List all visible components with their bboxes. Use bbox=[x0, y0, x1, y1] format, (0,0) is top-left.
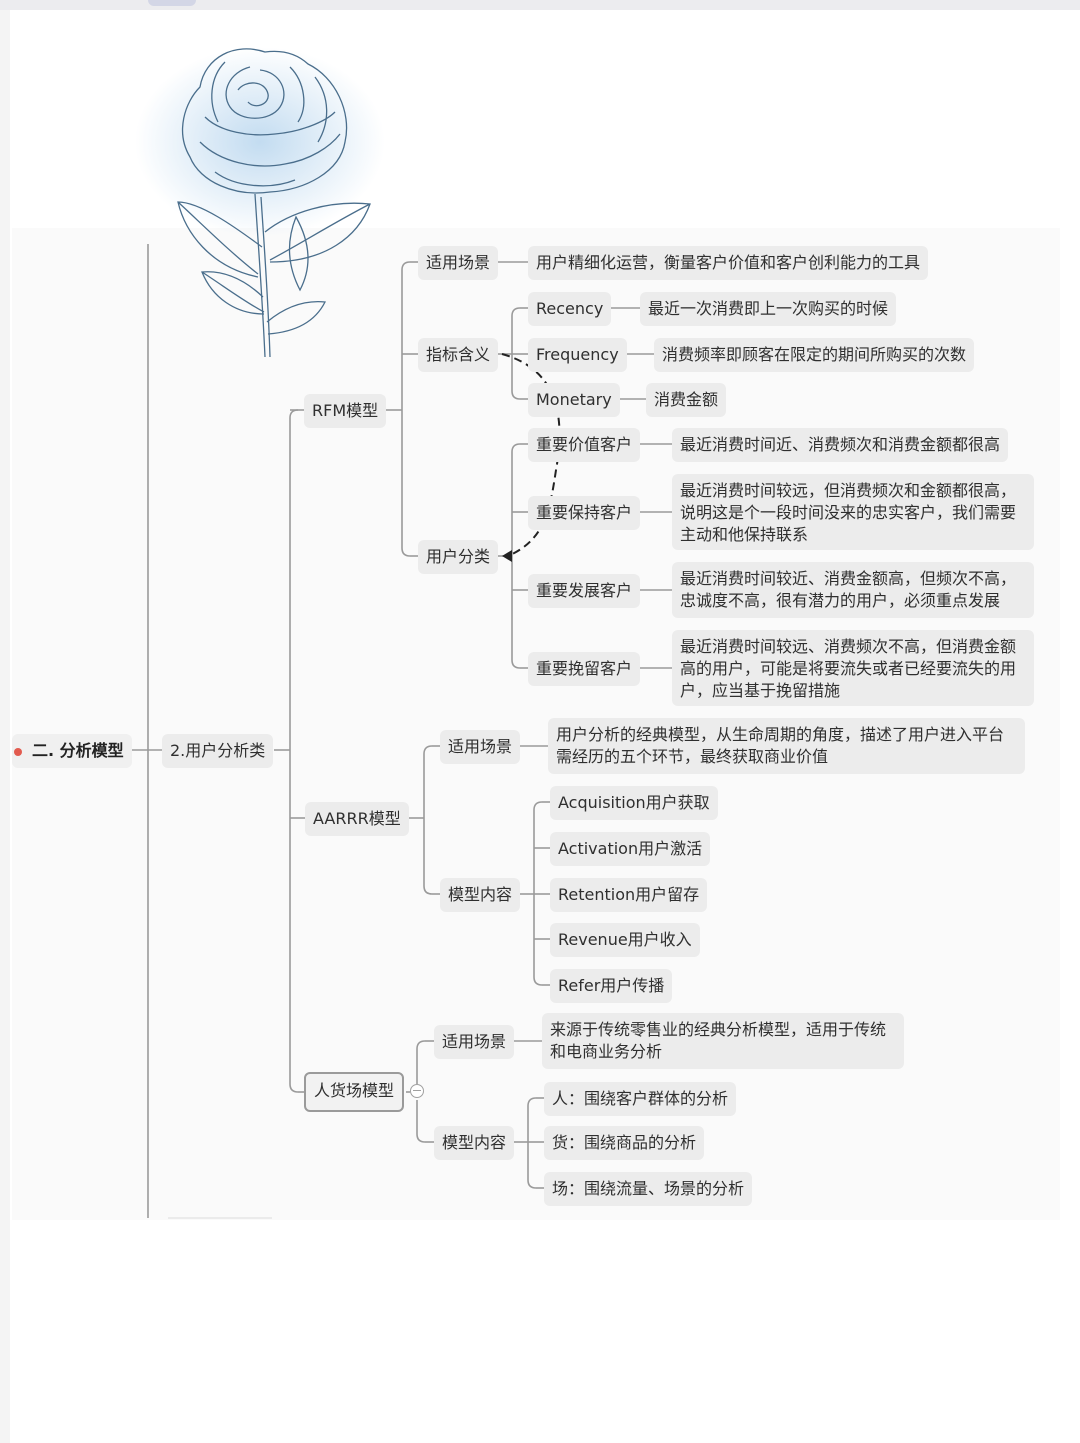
class-keep-desc: 最近消费时间较远，但消费频次和金额都很高，说明这是个一段时间没来的忠实客户，我们… bbox=[680, 481, 1017, 544]
class-retain-desc-node[interactable]: 最近消费时间较远、消费频次不高，但消费金额高的用户，可能是将要流失或者已经要流失… bbox=[672, 630, 1034, 706]
class-keep-desc-node[interactable]: 最近消费时间较远，但消费频次和金额都很高，说明这是个一段时间没来的忠实客户，我们… bbox=[672, 474, 1034, 550]
rhc-item-goods[interactable]: 货：围绕商品的分析 bbox=[544, 1126, 705, 1160]
rhc-content-label: 模型内容 bbox=[442, 1133, 507, 1152]
metric-frequency-desc: 消费频率即顾客在限定的期间所购买的次数 bbox=[662, 345, 967, 364]
class-value-node[interactable]: 重要价值客户 bbox=[528, 428, 641, 462]
aarrr-item-label: Acquisition用户获取 bbox=[558, 793, 710, 812]
aarrr-item-retention[interactable]: Retention用户留存 bbox=[550, 878, 708, 912]
rhc-model-node[interactable]: 人货场模型 bbox=[304, 1072, 405, 1112]
aarrr-scene-text-node[interactable]: 用户分析的经典模型，从生命周期的角度，描述了用户进入平台需经历的五个环节，最终获… bbox=[548, 718, 1025, 774]
metric-recency-label: Recency bbox=[536, 299, 604, 318]
rfm-metric-label: 指标含义 bbox=[426, 345, 491, 364]
rhc-item-label: 货：围绕商品的分析 bbox=[552, 1133, 697, 1152]
metric-monetary-desc-node[interactable]: 消费金额 bbox=[646, 383, 727, 417]
left-edge bbox=[0, 10, 10, 1443]
class-retain-label: 重要挽留客户 bbox=[536, 659, 633, 678]
metric-frequency-desc-node[interactable]: 消费频率即顾客在限定的期间所购买的次数 bbox=[654, 338, 975, 372]
class-develop-desc-node[interactable]: 最近消费时间较近、消费金额高，但频次不高，忠诚度不高，很有潜力的用户，必须重点发… bbox=[672, 562, 1034, 618]
aarrr-content-label: 模型内容 bbox=[448, 885, 513, 904]
rfm-scene-text: 用户精细化运营，衡量客户价值和客户创利能力的工具 bbox=[536, 253, 921, 272]
level1-label: 2.用户分析类 bbox=[170, 741, 266, 760]
metric-recency-desc: 最近一次消费即上一次购买的时候 bbox=[648, 299, 889, 318]
root-label: 二. 分析模型 bbox=[32, 741, 124, 760]
root-marker-icon bbox=[14, 748, 22, 756]
class-develop-label: 重要发展客户 bbox=[536, 581, 633, 600]
class-value-label: 重要价值客户 bbox=[536, 435, 633, 454]
class-develop-node[interactable]: 重要发展客户 bbox=[528, 574, 641, 608]
rhc-scene-text-node[interactable]: 来源于传统零售业的经典分析模型，适用于传统和电商业务分析 bbox=[542, 1013, 904, 1069]
rhc-item-label: 人：围绕客户群体的分析 bbox=[552, 1089, 729, 1108]
metric-monetary-node[interactable]: Monetary bbox=[528, 383, 620, 417]
class-value-desc: 最近消费时间近、消费频次和消费金额都很高 bbox=[680, 435, 1001, 454]
collapse-toggle-button[interactable] bbox=[410, 1084, 424, 1098]
rfm-class-label: 用户分类 bbox=[426, 547, 491, 566]
rfm-model-label: RFM模型 bbox=[312, 401, 379, 420]
aarrr-model-label: AARRR模型 bbox=[313, 809, 401, 828]
aarrr-item-label: Retention用户留存 bbox=[558, 885, 700, 904]
rhc-content-node[interactable]: 模型内容 bbox=[434, 1126, 515, 1160]
metric-monetary-label: Monetary bbox=[536, 390, 612, 409]
metric-recency-desc-node[interactable]: 最近一次消费即上一次购买的时候 bbox=[640, 292, 897, 326]
rose-illustration bbox=[135, 47, 385, 358]
aarrr-item-label: Revenue用户收入 bbox=[558, 930, 692, 949]
top-tab bbox=[148, 0, 196, 6]
rhc-item-label: 场：围绕流量、场景的分析 bbox=[552, 1179, 745, 1198]
rhc-scene-text: 来源于传统零售业的经典分析模型，适用于传统和电商业务分析 bbox=[550, 1020, 887, 1061]
rfm-scene-node[interactable]: 适用场景 bbox=[418, 246, 499, 280]
level1-node[interactable]: 2.用户分析类 bbox=[162, 734, 274, 768]
rhc-model-label: 人货场模型 bbox=[314, 1081, 395, 1100]
aarrr-scene-node[interactable]: 适用场景 bbox=[440, 730, 521, 764]
rhc-item-people[interactable]: 人：围绕客户群体的分析 bbox=[544, 1082, 737, 1116]
top-bar bbox=[0, 0, 1080, 10]
rfm-scene-label: 适用场景 bbox=[426, 253, 491, 272]
aarrr-content-node[interactable]: 模型内容 bbox=[440, 878, 521, 912]
aarrr-item-activation[interactable]: Activation用户激活 bbox=[550, 832, 711, 866]
metric-monetary-desc: 消费金额 bbox=[654, 390, 719, 409]
rhc-scene-label: 适用场景 bbox=[442, 1032, 507, 1051]
rhc-scene-node[interactable]: 适用场景 bbox=[434, 1025, 515, 1059]
aarrr-item-refer[interactable]: Refer用户传播 bbox=[550, 969, 673, 1003]
aarrr-item-acquisition[interactable]: Acquisition用户获取 bbox=[550, 786, 718, 820]
rfm-class-node[interactable]: 用户分类 bbox=[418, 540, 499, 574]
rfm-scene-text-node[interactable]: 用户精细化运营，衡量客户价值和客户创利能力的工具 bbox=[528, 246, 929, 280]
rfm-model-node[interactable]: RFM模型 bbox=[304, 394, 387, 428]
class-retain-desc: 最近消费时间较远、消费频次不高，但消费金额高的用户，可能是将要流失或者已经要流失… bbox=[680, 637, 1017, 700]
class-retain-node[interactable]: 重要挽留客户 bbox=[528, 652, 641, 686]
class-value-desc-node[interactable]: 最近消费时间近、消费频次和消费金额都很高 bbox=[672, 428, 1009, 462]
rfm-metric-node[interactable]: 指标含义 bbox=[418, 338, 499, 372]
aarrr-item-label: Activation用户激活 bbox=[558, 839, 703, 858]
aarrr-scene-label: 适用场景 bbox=[448, 737, 513, 756]
class-keep-label: 重要保持客户 bbox=[536, 503, 633, 522]
root-node[interactable]: 二. 分析模型 bbox=[12, 734, 132, 768]
aarrr-item-label: Refer用户传播 bbox=[558, 976, 665, 995]
aarrr-item-revenue[interactable]: Revenue用户收入 bbox=[550, 923, 700, 957]
aarrr-model-node[interactable]: AARRR模型 bbox=[305, 802, 409, 836]
class-develop-desc: 最近消费时间较近、消费金额高，但频次不高，忠诚度不高，很有潜力的用户，必须重点发… bbox=[680, 569, 1017, 610]
rhc-item-place[interactable]: 场：围绕流量、场景的分析 bbox=[544, 1172, 753, 1206]
aarrr-scene-text: 用户分析的经典模型，从生命周期的角度，描述了用户进入平台需经历的五个环节，最终获… bbox=[556, 725, 1005, 766]
metric-frequency-node[interactable]: Frequency bbox=[528, 338, 627, 372]
metric-frequency-label: Frequency bbox=[536, 345, 619, 364]
metric-recency-node[interactable]: Recency bbox=[528, 292, 612, 326]
class-keep-node[interactable]: 重要保持客户 bbox=[528, 496, 641, 530]
